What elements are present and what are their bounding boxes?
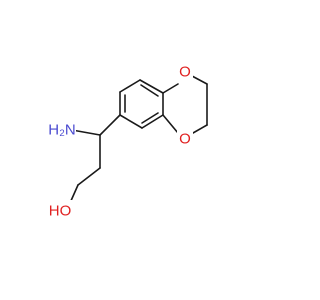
atom-o1: O [177, 61, 193, 83]
atom-label-o1: O [179, 64, 191, 81]
bond-double-c4-c5 [140, 84, 159, 97]
atom-labels: H₂N O O HO [46, 61, 193, 222]
atom-label-o2: O [179, 131, 191, 148]
bond-cb-cc [77, 167, 101, 186]
atom-o2: O [177, 128, 193, 150]
bond-double-c6-c1 [141, 112, 159, 124]
bond-c1-c2 [119, 114, 143, 129]
bond-c3-c4 [119, 79, 141, 93]
bond-ca-n [71, 129, 101, 136]
bond-c5-o1 [162, 83, 179, 94]
bond-o1-c7 [191, 75, 208, 85]
atom-label-nh2: H₂N [48, 122, 76, 139]
bond-c8-o2 [192, 124, 208, 134]
bond-o2-c6 [162, 114, 179, 134]
atom-label-oh: HO [49, 203, 72, 220]
atom-oh: HO [46, 200, 74, 222]
bond-c6-c1 [141, 114, 164, 129]
bond-c2-ca [99, 114, 121, 136]
bonds [69, 75, 208, 204]
bond-c4-c5 [139, 79, 164, 94]
molecule-diagram: H₂N O O HO [46, 61, 208, 222]
atom-nh2: H₂N [48, 119, 76, 141]
